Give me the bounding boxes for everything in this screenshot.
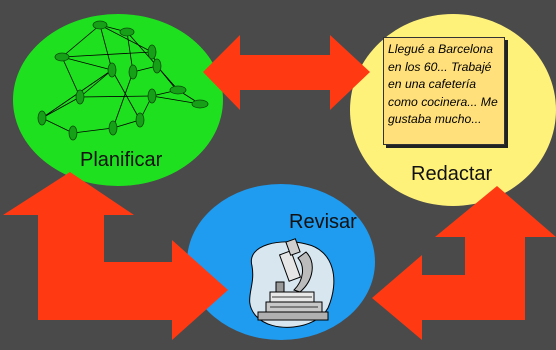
network-nodes: [37, 20, 209, 141]
planificar-label: Planificar: [80, 149, 163, 171]
revisar-label: Revisar: [289, 211, 357, 233]
right-arrow: [372, 186, 556, 340]
microscope-icon: [249, 238, 335, 328]
text-note: Llegué a Barcelona en los 60... Trabajé …: [383, 37, 505, 145]
redactar-label: Redactar: [411, 163, 493, 185]
left-arrow: [3, 172, 228, 340]
double-arrow-top: [203, 35, 370, 110]
